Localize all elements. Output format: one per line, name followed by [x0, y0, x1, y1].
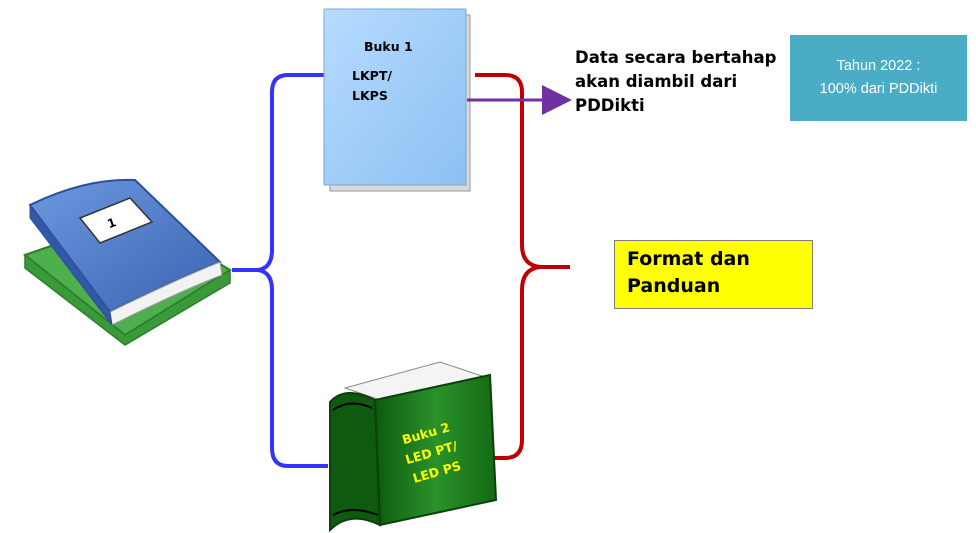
tahun-box-line1: Tahun 2022 : — [836, 58, 921, 74]
format-panduan-box: Format dan Panduan — [614, 240, 813, 309]
buku-1-booklet: Buku 1 LKPT/ LKPS — [323, 8, 471, 192]
pddikti-note-line1: Data secara bertahap — [575, 48, 777, 67]
format-box-line2: Panduan — [627, 275, 721, 297]
right-red-brace — [475, 73, 570, 460]
buku-2-book: Buku 2 LED PT/ LED PS — [329, 361, 498, 533]
book-stack-icon: 1 — [22, 178, 232, 346]
pddikti-note: Data secara bertahap akan diambil dari P… — [575, 46, 785, 118]
tahun-2022-box: Tahun 2022 : 100% dari PDDikti — [790, 35, 967, 121]
buku-1-line1: LKPT/ — [352, 68, 392, 83]
buku-1-title: Buku 1 — [364, 39, 413, 54]
format-box-line1: Format dan — [627, 248, 750, 270]
left-blue-brace — [232, 73, 330, 468]
pddikti-note-line2: akan diambil dari — [575, 72, 738, 91]
pddikti-note-line3: PDDikti — [575, 96, 645, 115]
buku-1-line2: LKPS — [352, 88, 388, 103]
tahun-box-line2: 100% dari PDDikti — [819, 81, 938, 97]
